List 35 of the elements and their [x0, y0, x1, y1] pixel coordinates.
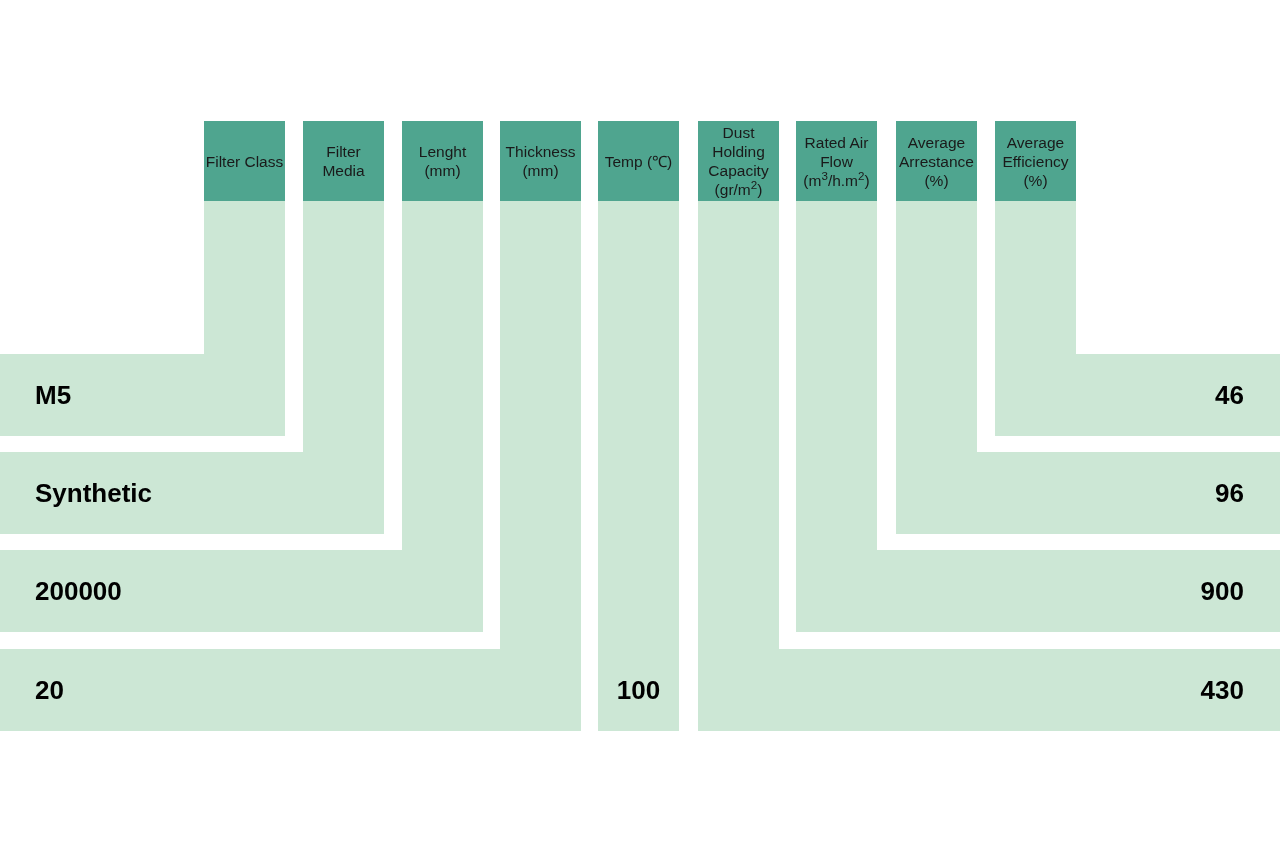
header-text: Dust Holding Capacity (gr/m$^{2}$)	[707, 123, 770, 199]
header-text: Temp (℃)	[603, 151, 674, 171]
value-text: 46	[1215, 380, 1244, 410]
value-text: 96	[1215, 478, 1244, 508]
header-text: Rated Air Flow (m$^{3}$/h.m$^{2}$)	[802, 132, 871, 190]
row-band	[779, 649, 1280, 731]
row-band	[0, 452, 303, 534]
column-band	[698, 121, 779, 731]
column-band	[204, 121, 285, 436]
value-text: 20	[35, 675, 64, 705]
value-text: M5	[35, 380, 72, 410]
header-text: Filter Class	[204, 151, 285, 171]
value-text: Synthetic	[35, 478, 153, 508]
header-text: Average Arrestance (%)	[898, 132, 975, 190]
column-band	[896, 121, 977, 534]
column-band	[796, 121, 877, 632]
row-band	[0, 649, 500, 731]
column-band	[402, 121, 483, 632]
column-band	[303, 121, 384, 534]
row-band	[0, 550, 402, 632]
value-text: 900	[1200, 576, 1244, 606]
header-text: Thickness (mm)	[504, 142, 577, 180]
header-text: Lenght (mm)	[417, 142, 468, 180]
row-band	[0, 354, 204, 436]
column-band	[500, 121, 581, 731]
row-band	[1076, 354, 1280, 436]
value-text: 430	[1200, 675, 1244, 705]
header-text: Filter Media	[321, 142, 366, 180]
row-band	[977, 452, 1280, 534]
column-band	[995, 121, 1076, 436]
header-text: Average Efficiency (%)	[1001, 132, 1070, 190]
column-band	[598, 121, 679, 731]
value-text: 100	[615, 675, 662, 705]
value-text: 200000	[35, 576, 122, 606]
row-band	[877, 550, 1280, 632]
